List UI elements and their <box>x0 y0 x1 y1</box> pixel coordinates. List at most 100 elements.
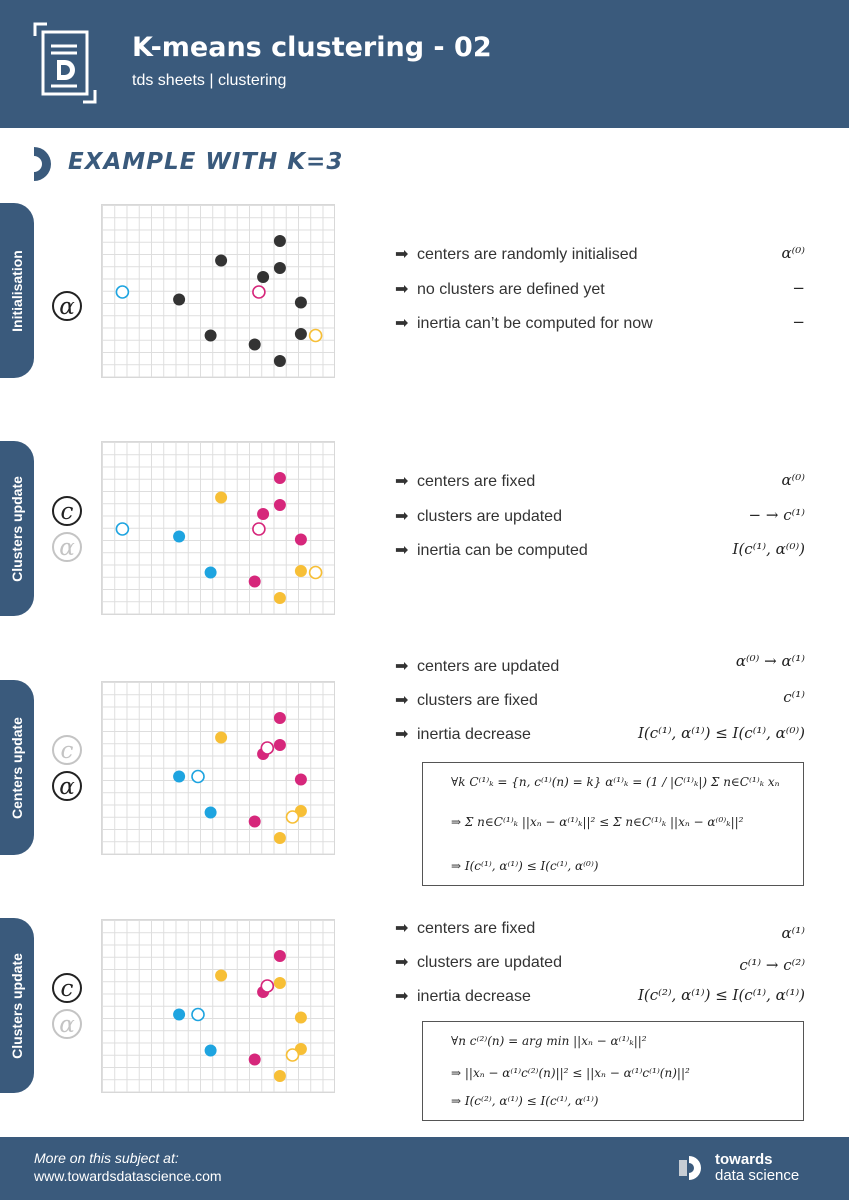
arrow-right-icon: ➡ <box>395 920 409 937</box>
data-point-yellow <box>273 592 286 604</box>
scatter-grid <box>101 441 335 615</box>
alpha-step-symbol: α <box>52 1009 82 1039</box>
bullet-item: ➡inertia can’t be computed for now <box>395 315 653 332</box>
c-step-symbol: c <box>52 735 82 765</box>
data-point-unassigned <box>215 254 228 267</box>
data-point-unassigned <box>173 293 186 306</box>
bullet-item: ➡centers are fixed <box>395 920 536 937</box>
bullet-item: ➡clusters are updated <box>395 508 562 525</box>
page-title: K-means clustering - 02 <box>132 32 492 63</box>
centroid-blue <box>115 522 130 536</box>
footer-note: More on this subject at: <box>34 1150 179 1166</box>
formula-box: ∀k C⁽¹⁾ₖ = {n, c⁽¹⁾(n) = k} α⁽¹⁾ₖ = (1 /… <box>422 762 804 886</box>
panel-tab-initialisation <box>0 203 34 378</box>
data-point-yellow <box>294 565 307 577</box>
centroid-magenta <box>260 979 275 993</box>
bullet-math: α⁽¹⁾ <box>781 924 805 942</box>
c-step-symbol: c <box>52 496 82 526</box>
data-point-blue <box>173 1008 186 1021</box>
arrow-right-icon: ➡ <box>395 246 409 263</box>
centroid-yellow <box>285 1048 300 1062</box>
formula-box: ∀n c⁽²⁾(n) = arg min ||xₙ − α⁽¹⁾ₖ||² ⇒ |… <box>422 1021 804 1121</box>
data-point-yellow <box>215 491 228 504</box>
footer-link[interactable]: www.towardsdatascience.com <box>34 1168 222 1184</box>
tds-logo-icon <box>677 1152 707 1184</box>
data-point-blue <box>204 806 217 819</box>
data-point-unassigned <box>273 262 286 274</box>
formula-line: ⇒ I(c⁽²⁾, α⁽¹⁾) ≤ I(c⁽¹⁾, α⁽¹⁾) <box>451 1094 599 1108</box>
bullet-math: c⁽¹⁾ <box>783 688 805 706</box>
centroid-magenta <box>252 522 266 536</box>
arrow-right-icon: ➡ <box>395 954 409 971</box>
centroid-yellow <box>308 565 323 580</box>
page-subtitle: tds sheets | clustering <box>132 72 287 89</box>
data-point-unassigned <box>294 328 307 340</box>
panel-tab-label: Initialisation <box>9 249 25 332</box>
data-point-unassigned <box>294 296 307 309</box>
arrow-right-icon: ➡ <box>395 508 409 525</box>
bullet-item: ➡clusters are fixed <box>395 692 538 709</box>
data-point-magenta <box>273 472 286 484</box>
arrow-right-icon: ➡ <box>395 315 409 332</box>
data-point-magenta <box>273 712 286 724</box>
formula-line: ⇒ I(c⁽¹⁾, α⁽¹⁾) ≤ I(c⁽¹⁾, α⁽⁰⁾) <box>451 859 599 873</box>
centroid-yellow <box>285 810 300 824</box>
data-point-magenta <box>248 1053 261 1066</box>
arrow-right-icon: ➡ <box>395 988 409 1005</box>
panel-tab-clusters-update <box>0 918 34 1093</box>
formula-line: ∀k C⁽¹⁾ₖ = {n, c⁽¹⁾(n) = k} α⁽¹⁾ₖ = (1 /… <box>451 775 780 789</box>
data-point-magenta <box>294 773 307 786</box>
arrow-right-icon: ➡ <box>395 726 409 743</box>
bullet-math: c⁽¹⁾ → c⁽²⁾ <box>739 956 805 974</box>
bullet-item: ➡centers are randomly initialised <box>395 246 638 263</box>
arrow-right-icon: ➡ <box>395 281 409 298</box>
bullet-math: − <box>792 313 805 331</box>
data-point-blue <box>204 1044 217 1057</box>
panel-tab-label: Centers update <box>9 716 25 819</box>
data-point-yellow <box>294 1011 307 1024</box>
arrow-right-icon: ➡ <box>395 473 409 490</box>
bullet-item: ➡centers are fixed <box>395 473 536 490</box>
data-point-yellow <box>273 1070 286 1082</box>
data-point-magenta <box>273 950 286 962</box>
arrow-right-icon: ➡ <box>395 658 409 675</box>
c-step-symbol: c <box>52 973 82 1003</box>
tds-document-logo-icon <box>33 22 97 104</box>
data-point-magenta <box>257 508 270 520</box>
brand-name-line1: towards <box>715 1151 773 1168</box>
bullet-math: α⁽⁰⁾ <box>781 471 805 489</box>
alpha-step-symbol: α <box>52 771 82 801</box>
scatter-grid <box>101 204 335 378</box>
data-point-magenta <box>294 533 307 546</box>
data-point-yellow <box>273 832 286 844</box>
formula-line: ⇒ Σ n∈C⁽¹⁾ₖ ||xₙ − α⁽¹⁾ₖ||² ≤ Σ n∈C⁽¹⁾ₖ … <box>451 815 744 829</box>
arrow-right-icon: ➡ <box>395 542 409 559</box>
formula-line: ⇒ ||xₙ − α⁽¹⁾c⁽²⁾(n)||² ≤ ||xₙ − α⁽¹⁾c⁽¹… <box>451 1066 690 1080</box>
data-point-unassigned <box>248 338 261 351</box>
centroid-blue <box>191 769 205 784</box>
bullet-item: ➡no clusters are defined yet <box>395 281 605 298</box>
panel-tab-label: Clusters update <box>9 952 25 1059</box>
data-point-unassigned <box>204 329 217 342</box>
data-point-unassigned <box>257 271 270 283</box>
centroid-magenta <box>252 285 266 299</box>
bullet-math: I(c⁽¹⁾, α⁽⁰⁾) <box>732 540 805 558</box>
data-point-magenta <box>273 499 286 511</box>
centroid-yellow <box>308 328 323 343</box>
panel-tab-clusters-update <box>0 441 34 616</box>
data-point-yellow <box>273 977 286 989</box>
data-point-blue <box>173 770 186 783</box>
centroid-blue <box>191 1007 205 1022</box>
arrow-right-icon: ➡ <box>395 692 409 709</box>
footer-bar <box>0 1137 849 1200</box>
formula-line: ∀n c⁽²⁾(n) = arg min ||xₙ − α⁽¹⁾ₖ||² <box>451 1034 647 1048</box>
bullet-item: ➡inertia decrease <box>395 726 531 743</box>
bullet-item: ➡centers are updated <box>395 658 560 675</box>
alpha-step-symbol: α <box>52 291 82 321</box>
data-point-yellow <box>215 731 228 744</box>
panel-tab-label: Clusters update <box>9 475 25 582</box>
data-point-unassigned <box>273 355 286 367</box>
bullet-math: I(c⁽²⁾, α⁽¹⁾) ≤ I(c⁽¹⁾, α⁽¹⁾) <box>637 986 805 1004</box>
bullet-math: − → c⁽¹⁾ <box>748 506 805 524</box>
centroid-blue <box>115 285 130 299</box>
